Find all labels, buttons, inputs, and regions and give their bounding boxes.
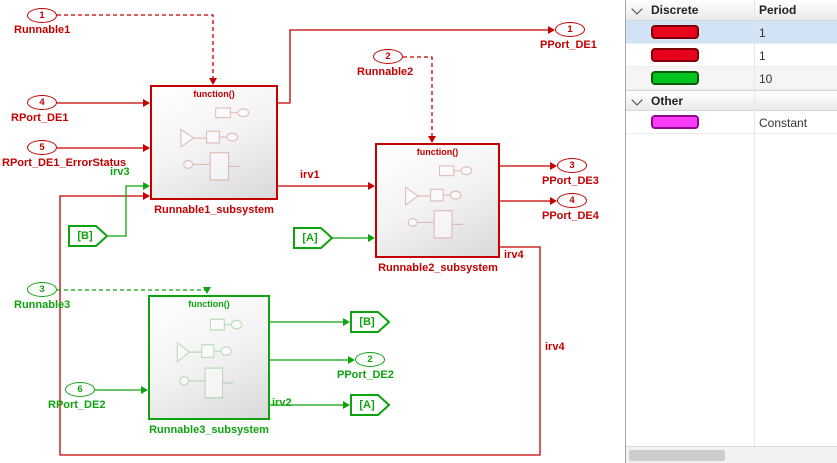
signal-label-irv1[interactable]: irv1 <box>300 169 320 181</box>
wire-irv3 <box>108 185 143 237</box>
signal-wires[interactable] <box>0 0 625 463</box>
inport-runnable1[interactable]: 1 <box>27 8 57 23</box>
inport-rport-de2[interactable]: 6 <box>65 382 95 397</box>
legend-row-discrete-2[interactable]: 1 <box>626 44 837 67</box>
subsystem-contents-preview-icon <box>177 318 243 399</box>
wire-pport-de1 <box>278 29 548 104</box>
outport-pport-de4-label[interactable]: PPort_DE4 <box>542 210 599 222</box>
legend-section-title: Other <box>651 94 684 108</box>
outport-pport-de1[interactable]: 1 <box>555 22 585 37</box>
port-number: 4 <box>569 195 575 206</box>
inport-runnable2-label[interactable]: Runnable2 <box>357 66 414 78</box>
wire-irv4-feedback <box>59 195 541 456</box>
function-call-label: function() <box>193 89 235 99</box>
scrollbar-thumb[interactable] <box>629 450 725 461</box>
outport-pport-de3[interactable]: 3 <box>557 158 587 173</box>
tag-shape <box>293 227 333 249</box>
function-call-label: function() <box>416 147 459 157</box>
subsystem-contents-preview-icon <box>404 164 473 239</box>
legend-column-divider <box>754 0 755 446</box>
tag-label: [B] <box>359 316 375 328</box>
port-number: 1 <box>567 24 573 35</box>
legend-row-other-1[interactable]: Constant <box>626 111 837 134</box>
from-tag-b[interactable]: [B] <box>68 225 108 247</box>
legend-section-other[interactable]: Other <box>626 90 837 111</box>
sample-time-legend-panel: Discrete Period 1 1 10 Other Constant <box>625 0 837 463</box>
signal-label-irv2[interactable]: irv2 <box>272 397 292 409</box>
sample-time-color-swatch <box>651 48 699 62</box>
tag-label: [A] <box>359 399 375 411</box>
signal-label-irv4[interactable]: irv4 <box>504 249 524 261</box>
tag-label: [B] <box>77 230 93 242</box>
function-call-label: function() <box>188 299 230 309</box>
legend-horizontal-scrollbar[interactable] <box>626 446 837 463</box>
green-arrowheads <box>141 182 375 409</box>
runnable2-subsystem-block[interactable]: function() <box>375 143 500 258</box>
tag-label: [A] <box>302 232 318 244</box>
outport-pport-de2-label[interactable]: PPort_DE2 <box>337 369 394 381</box>
runnable2-subsystem-name[interactable]: Runnable2_subsystem <box>378 262 498 274</box>
signal-label-irv3[interactable]: irv3 <box>110 166 130 178</box>
inport-runnable3[interactable]: 3 <box>27 282 57 297</box>
legend-period-value: 1 <box>759 49 766 63</box>
outport-pport-de1-label[interactable]: PPort_DE1 <box>540 39 597 51</box>
runnable1-subsystem-name[interactable]: Runnable1_subsystem <box>154 204 274 216</box>
goto-tag-a[interactable]: [A] <box>350 394 390 416</box>
goto-tag-b[interactable]: [B] <box>350 311 390 333</box>
model-canvas[interactable]: 1 Runnable1 4 RPort_DE1 5 RPort_DE1_Erro… <box>0 0 625 463</box>
inport-runnable3-label[interactable]: Runnable3 <box>14 299 71 311</box>
inport-rport-de1[interactable]: 4 <box>27 95 57 110</box>
inport-runnable1-label[interactable]: Runnable1 <box>14 24 71 36</box>
outport-pport-de4[interactable]: 4 <box>557 193 587 208</box>
collapse-chevron-icon[interactable] <box>631 3 643 15</box>
sample-time-color-swatch <box>651 115 699 129</box>
port-number: 6 <box>77 384 83 395</box>
red-arrowheads <box>143 26 557 205</box>
port-number: 5 <box>39 142 45 153</box>
inport-rport-de1-label[interactable]: RPort_DE1 <box>11 112 69 124</box>
inport-rport-de1-errorstatus[interactable]: 5 <box>27 140 57 155</box>
port-number: 1 <box>39 10 45 21</box>
inport-rport-de2-label[interactable]: RPort_DE2 <box>48 399 106 411</box>
inport-rport-de1-errorstatus-label[interactable]: RPort_DE1_ErrorStatus <box>2 157 127 169</box>
subsystem-contents-preview-icon <box>180 106 250 181</box>
port-number: 3 <box>39 284 45 295</box>
legend-period-value: 10 <box>759 72 773 86</box>
sample-time-color-swatch <box>651 71 699 85</box>
port-number: 2 <box>367 354 373 365</box>
legend-section-discrete[interactable]: Discrete Period <box>626 0 837 21</box>
outport-pport-de3-label[interactable]: PPort_DE3 <box>542 175 599 187</box>
sample-time-color-swatch <box>651 25 699 39</box>
port-number: 3 <box>569 160 575 171</box>
runnable3-subsystem-name[interactable]: Runnable3_subsystem <box>149 424 269 436</box>
tag-shape <box>350 394 390 416</box>
inport-runnable2[interactable]: 2 <box>373 49 403 64</box>
legend-section-title: Discrete <box>651 3 699 17</box>
runnable3-subsystem-block[interactable]: function() <box>148 295 270 420</box>
collapse-chevron-icon[interactable] <box>631 94 643 106</box>
legend-row-discrete-1[interactable]: 1 <box>626 21 837 44</box>
signal-label-irv4-2[interactable]: irv4 <box>545 341 565 353</box>
legend-period-value: 1 <box>759 26 766 40</box>
legend-period-value: Constant <box>759 116 808 130</box>
tag-shape <box>350 311 390 333</box>
red-signal-lines[interactable] <box>57 14 550 456</box>
trigger-wire-runnable3 <box>57 287 208 291</box>
outport-pport-de2[interactable]: 2 <box>355 352 385 367</box>
legend-row-discrete-3[interactable]: 10 <box>626 67 837 90</box>
tag-shape <box>68 225 108 247</box>
port-number: 2 <box>385 51 391 62</box>
from-tag-a[interactable]: [A] <box>293 227 333 249</box>
trigger-wire-runnable2 <box>403 56 433 136</box>
runnable1-subsystem-block[interactable]: function() <box>150 85 278 200</box>
port-number: 4 <box>39 97 45 108</box>
trigger-wire-runnable1 <box>57 14 214 78</box>
legend-period-header: Period <box>759 3 797 17</box>
